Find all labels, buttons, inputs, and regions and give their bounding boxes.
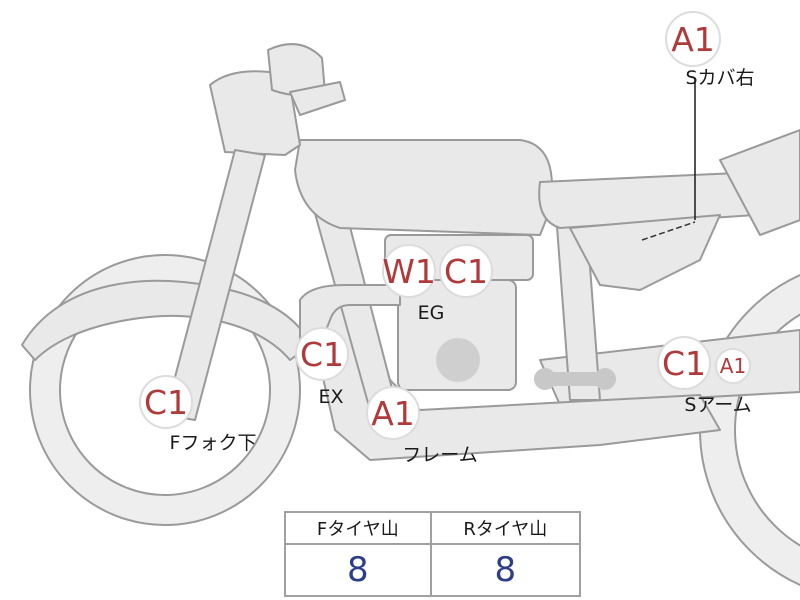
exhaust-annotation[interactable]: C1 EX <box>295 327 349 408</box>
swing-arm-code: C1 <box>662 344 706 383</box>
exhaust-code: C1 <box>300 335 344 374</box>
swing-arm-label: Sアーム <box>684 394 751 416</box>
exhaust-label: EX <box>318 386 343 408</box>
footpeg <box>534 368 616 390</box>
s-cover-right-label: Sカバ右 <box>685 67 754 89</box>
front-fork-lower-code: C1 <box>144 383 188 422</box>
frame-code: A1 <box>371 394 415 433</box>
front-fork-lower-label: Fフォク下 <box>170 432 257 454</box>
fuel-tank <box>294 139 553 236</box>
handlebar <box>289 81 346 116</box>
rear-tire-header: Rタイヤ山 <box>429 511 582 545</box>
engine-code-w: W1 <box>382 252 436 291</box>
rear-shock <box>719 129 800 236</box>
s-cover-right-code: A1 <box>671 20 715 59</box>
front-fork <box>164 149 266 421</box>
front-tire-header: Fタイヤ山 <box>284 511 432 545</box>
engine-code-c: C1 <box>444 252 488 291</box>
swing-arm-annotation[interactable]: C1 A1 Sアーム <box>657 336 752 416</box>
side-cover-mark <box>641 221 696 241</box>
side-cover <box>569 214 721 291</box>
frame-label: フレーム <box>402 444 477 466</box>
engine-label: EG <box>418 302 445 324</box>
engine-annotation[interactable]: W1 C1 EG <box>382 244 493 324</box>
s-cover-right-annotation[interactable]: A1 Sカバ右 <box>665 11 755 89</box>
tire-tread-table: Fタイヤ山 Rタイヤ山 8 8 <box>284 511 582 597</box>
front-tire-value: 8 <box>284 543 432 597</box>
swing-arm-code-small: A1 <box>720 354 746 378</box>
frame-annotation[interactable]: A1 フレーム <box>366 386 478 466</box>
front-fork-lower-annotation[interactable]: C1 Fフォク下 <box>139 375 257 454</box>
rear-tire-value: 8 <box>429 543 582 597</box>
